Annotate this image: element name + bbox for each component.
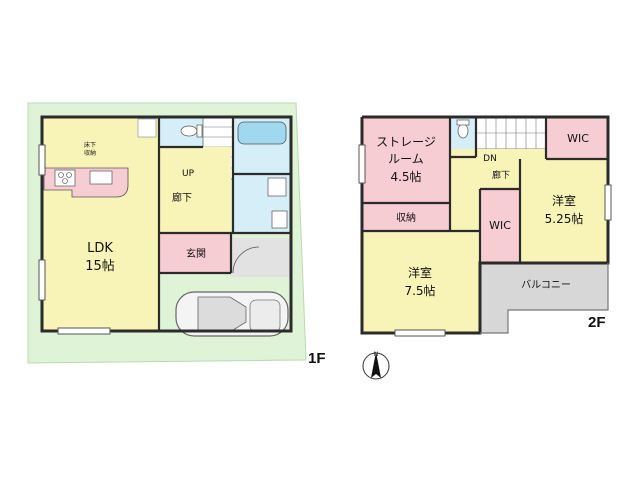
western-room-left-label: 洋室 xyxy=(408,265,432,280)
wic-mid-room xyxy=(480,189,520,263)
washbasin-icon xyxy=(271,210,288,229)
hallway-2f-lower xyxy=(450,189,480,231)
ldk-cabinet xyxy=(137,118,157,138)
storage-room-label: ストレージ xyxy=(376,135,436,149)
floor-label-2f: 2F xyxy=(588,314,606,331)
windows-2f xyxy=(358,144,612,337)
balcony-area xyxy=(480,263,608,333)
toilet-icon xyxy=(457,123,469,139)
closet-2f xyxy=(362,203,450,231)
western-room-right-size-label: 5.25帖 xyxy=(545,211,584,226)
toilet-tank-icon xyxy=(456,119,470,126)
stove-burner xyxy=(58,172,64,178)
inner-walls-2f xyxy=(362,117,608,263)
balcony-label: バルコニー xyxy=(521,279,571,291)
wic-top-label: WIC xyxy=(567,132,589,145)
balcony-rail xyxy=(480,263,609,334)
entrance-porch xyxy=(231,238,291,277)
ldk-room xyxy=(42,117,159,331)
storage-room-size-label: 4.5帖 xyxy=(390,169,421,184)
washer-icon xyxy=(267,177,287,197)
stove-burner xyxy=(62,178,68,184)
storage-room-label: ルーム xyxy=(388,152,424,166)
car-icon xyxy=(175,291,289,337)
floor-label-1f: 1F xyxy=(308,350,326,367)
wic-top-room xyxy=(546,117,608,159)
underfloor-storage-label: 収納 xyxy=(84,149,96,157)
toilet-icon xyxy=(180,125,198,137)
western-room-left xyxy=(362,231,480,333)
stair-steps-2f xyxy=(476,117,546,149)
entrance-room xyxy=(159,233,231,273)
western-room-right xyxy=(520,159,608,263)
underfloor-storage-label: 床下 xyxy=(84,141,96,149)
western-room-left-size-label: 7.5帖 xyxy=(404,283,435,298)
dn-label: DN xyxy=(483,154,497,164)
walls-1f xyxy=(40,115,293,333)
closet-label: 収納 xyxy=(396,211,416,224)
bathtub-icon xyxy=(237,121,287,145)
western-room-right-label: 洋室 xyxy=(552,193,576,208)
stove-burner xyxy=(66,172,72,178)
kitchen-sink xyxy=(89,170,113,185)
wic-mid-label: WIC xyxy=(489,219,511,232)
ldk-size-label: 15帖 xyxy=(85,259,115,274)
windows-1f xyxy=(38,144,111,335)
ldk-label: LDK xyxy=(87,241,113,256)
toilet-tank-icon xyxy=(196,124,203,138)
up-label: UP xyxy=(182,169,195,179)
hallway-2f-label: 廊下 xyxy=(492,169,510,181)
inner-walls-1f xyxy=(157,117,291,331)
storage-room-2f xyxy=(362,117,450,203)
kitchen-stove xyxy=(54,169,76,187)
hallway-1f xyxy=(159,147,231,233)
hallway-1f-label: 廊下 xyxy=(172,191,192,204)
entrance-door-swing xyxy=(232,246,260,274)
compass-icon: N xyxy=(362,351,390,380)
entrance-label: 玄関 xyxy=(186,247,206,260)
compass-north-label: N xyxy=(374,351,379,358)
